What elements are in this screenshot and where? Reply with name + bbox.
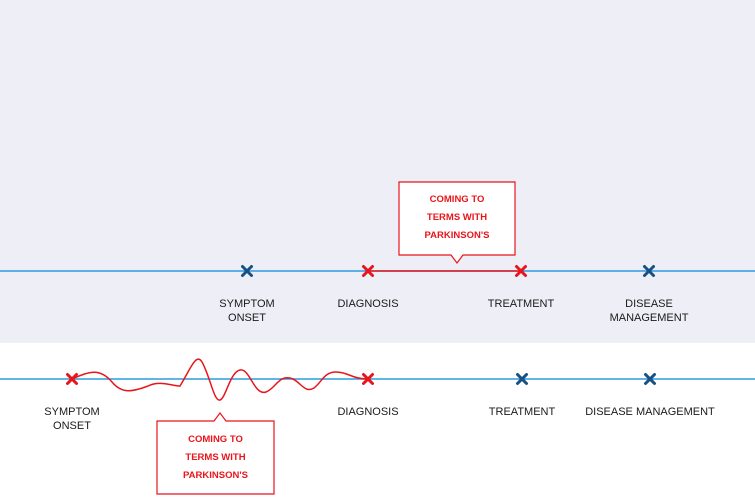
bottom-marker-disease-management-x-icon (644, 373, 656, 385)
bottom-marker-symptom-onset-x-icon (66, 373, 78, 385)
top-callout-text: COMING TO TERMS WITH PARKINSON'S (399, 191, 515, 245)
top-label-disease-management: DISEASE MANAGEMENT (609, 298, 689, 324)
top-label-treatment: TREATMENT (487, 298, 555, 310)
top-label-symptom-onset: SYMPTOM ONSET (219, 298, 275, 324)
top-marker-diagnosis-x-icon (362, 265, 374, 277)
bottom-label-disease-management: DISEASE MANAGEMENT (585, 406, 715, 418)
bottom-coming-to-terms-wave (71, 358, 369, 401)
bottom-marker-diagnosis-x-icon (362, 373, 374, 385)
bottom-callout-box (156, 412, 275, 495)
bottom-label-symptom-onset: SYMPTOM ONSET (44, 406, 100, 432)
bottom-marker-treatment-x-icon (516, 373, 528, 385)
top-callout-box (398, 181, 516, 264)
top-callout-line-2: TERMS WITH (426, 212, 488, 223)
top-panel (0, 0, 755, 343)
top-label-diagnosis: DIAGNOSIS (337, 298, 399, 310)
bottom-callout-line-3: PARKINSON'S (183, 470, 248, 481)
top-callout-line-3: PARKINSON'S (424, 230, 490, 241)
top-marker-treatment-x-icon (515, 265, 527, 277)
top-marker-disease-management-x-icon (643, 265, 655, 277)
bottom-callout-line-2: TERMS WITH (185, 452, 246, 463)
bottom-panel (0, 343, 755, 500)
top-marker-symptom-onset-x-icon (241, 265, 253, 277)
bottom-callout-line-1: COMING TO (188, 434, 243, 445)
bottom-label-diagnosis: DIAGNOSIS (337, 406, 399, 418)
top-callout-line-1: COMING TO (429, 194, 485, 205)
bottom-callout-text: COMING TO TERMS WITH PARKINSON'S (157, 431, 274, 485)
bottom-label-treatment: TREATMENT (488, 406, 556, 418)
